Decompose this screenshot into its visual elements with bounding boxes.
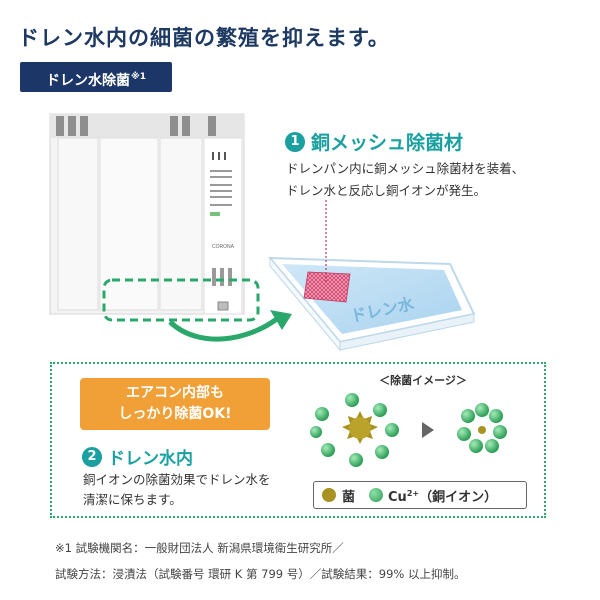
- feature2-number-badge: 2: [82, 446, 102, 467]
- feature2-desc-line1: 銅イオンの除菌効果でドレン水を: [83, 472, 271, 487]
- feature1-description: ドレンパン内に銅メッシュ除菌材を装着、 ドレン水と反応し銅イオンが発生。: [286, 158, 586, 202]
- copper-ion-legend-label: Cu2+（銅イオン）: [388, 486, 497, 505]
- feature2-title-text: ドレン水内: [108, 449, 193, 469]
- footnote-test-institution: ※1 試験機関名：一般財団法人 新潟県環境衛生研究所／: [55, 541, 344, 555]
- feature2-title: 2 ドレン水内: [82, 444, 193, 469]
- feature1-title-text: 銅メッシュ除菌材: [311, 132, 464, 154]
- germ-before: [342, 411, 378, 444]
- copper-ion-symbol: Cu: [388, 489, 407, 505]
- copper-ion-name: （銅イオン）: [419, 489, 498, 505]
- callout-line2: しっかり除菌OK!: [118, 406, 232, 422]
- change-arrow: [422, 422, 434, 438]
- feature-badge: ドレン水除菌※1: [20, 62, 172, 92]
- germ-after: [478, 426, 486, 434]
- footnote-test-method: 試験方法：浸漬法（試験番号 環研 K 第 799 号）／試験結果：99% 以上抑…: [55, 567, 466, 581]
- badge-note-mark: ※1: [130, 72, 146, 82]
- feature1-desc-line1: ドレンパン内に銅メッシュ除菌材を装着、: [286, 161, 525, 176]
- feature2-desc-line2: 清潔に保ちます。: [83, 492, 182, 507]
- badge-label: ドレン水除菌: [45, 73, 130, 89]
- brand-logo: CORONA: [212, 244, 235, 250]
- copper-ion-legend-icon: [369, 488, 384, 502]
- germ-legend-label: 菌: [342, 489, 356, 505]
- flow-arrow: [168, 310, 292, 342]
- callout-box: エアコン内部も しっかり除菌OK!: [80, 378, 270, 430]
- copper-mesh: [303, 271, 351, 303]
- copper-ions-before: [310, 393, 399, 467]
- drain-area-highlight: [102, 278, 260, 322]
- feature1-desc-line2: ドレン水と反応し銅イオンが発生。: [286, 183, 487, 198]
- feature1-number-badge: 1: [285, 131, 305, 152]
- copper-ion-charge: 2+: [406, 488, 420, 498]
- headline: ドレン水内の細菌の繁殖を抑えます。: [18, 26, 390, 50]
- legend: 菌 Cu2+（銅イオン）: [313, 481, 527, 509]
- drain-pan: ドレン水: [267, 256, 476, 352]
- feature2-description: 銅イオンの除菌効果でドレン水を 清潔に保ちます。: [83, 470, 303, 510]
- air-conditioner-unit: CORONA: [49, 113, 245, 315]
- product-illustration: CORONA ドレン水: [49, 113, 476, 352]
- callout-line1: エアコン内部も: [126, 385, 224, 401]
- germ-legend-icon: [322, 488, 336, 502]
- sterilization-image-box: [50, 362, 546, 518]
- feature1-title: 1 銅メッシュ除菌材: [285, 128, 463, 155]
- sterilization-diagram: [310, 393, 507, 467]
- image-label: ＜除菌イメージ＞: [379, 374, 467, 387]
- copper-ions-after: [457, 403, 507, 453]
